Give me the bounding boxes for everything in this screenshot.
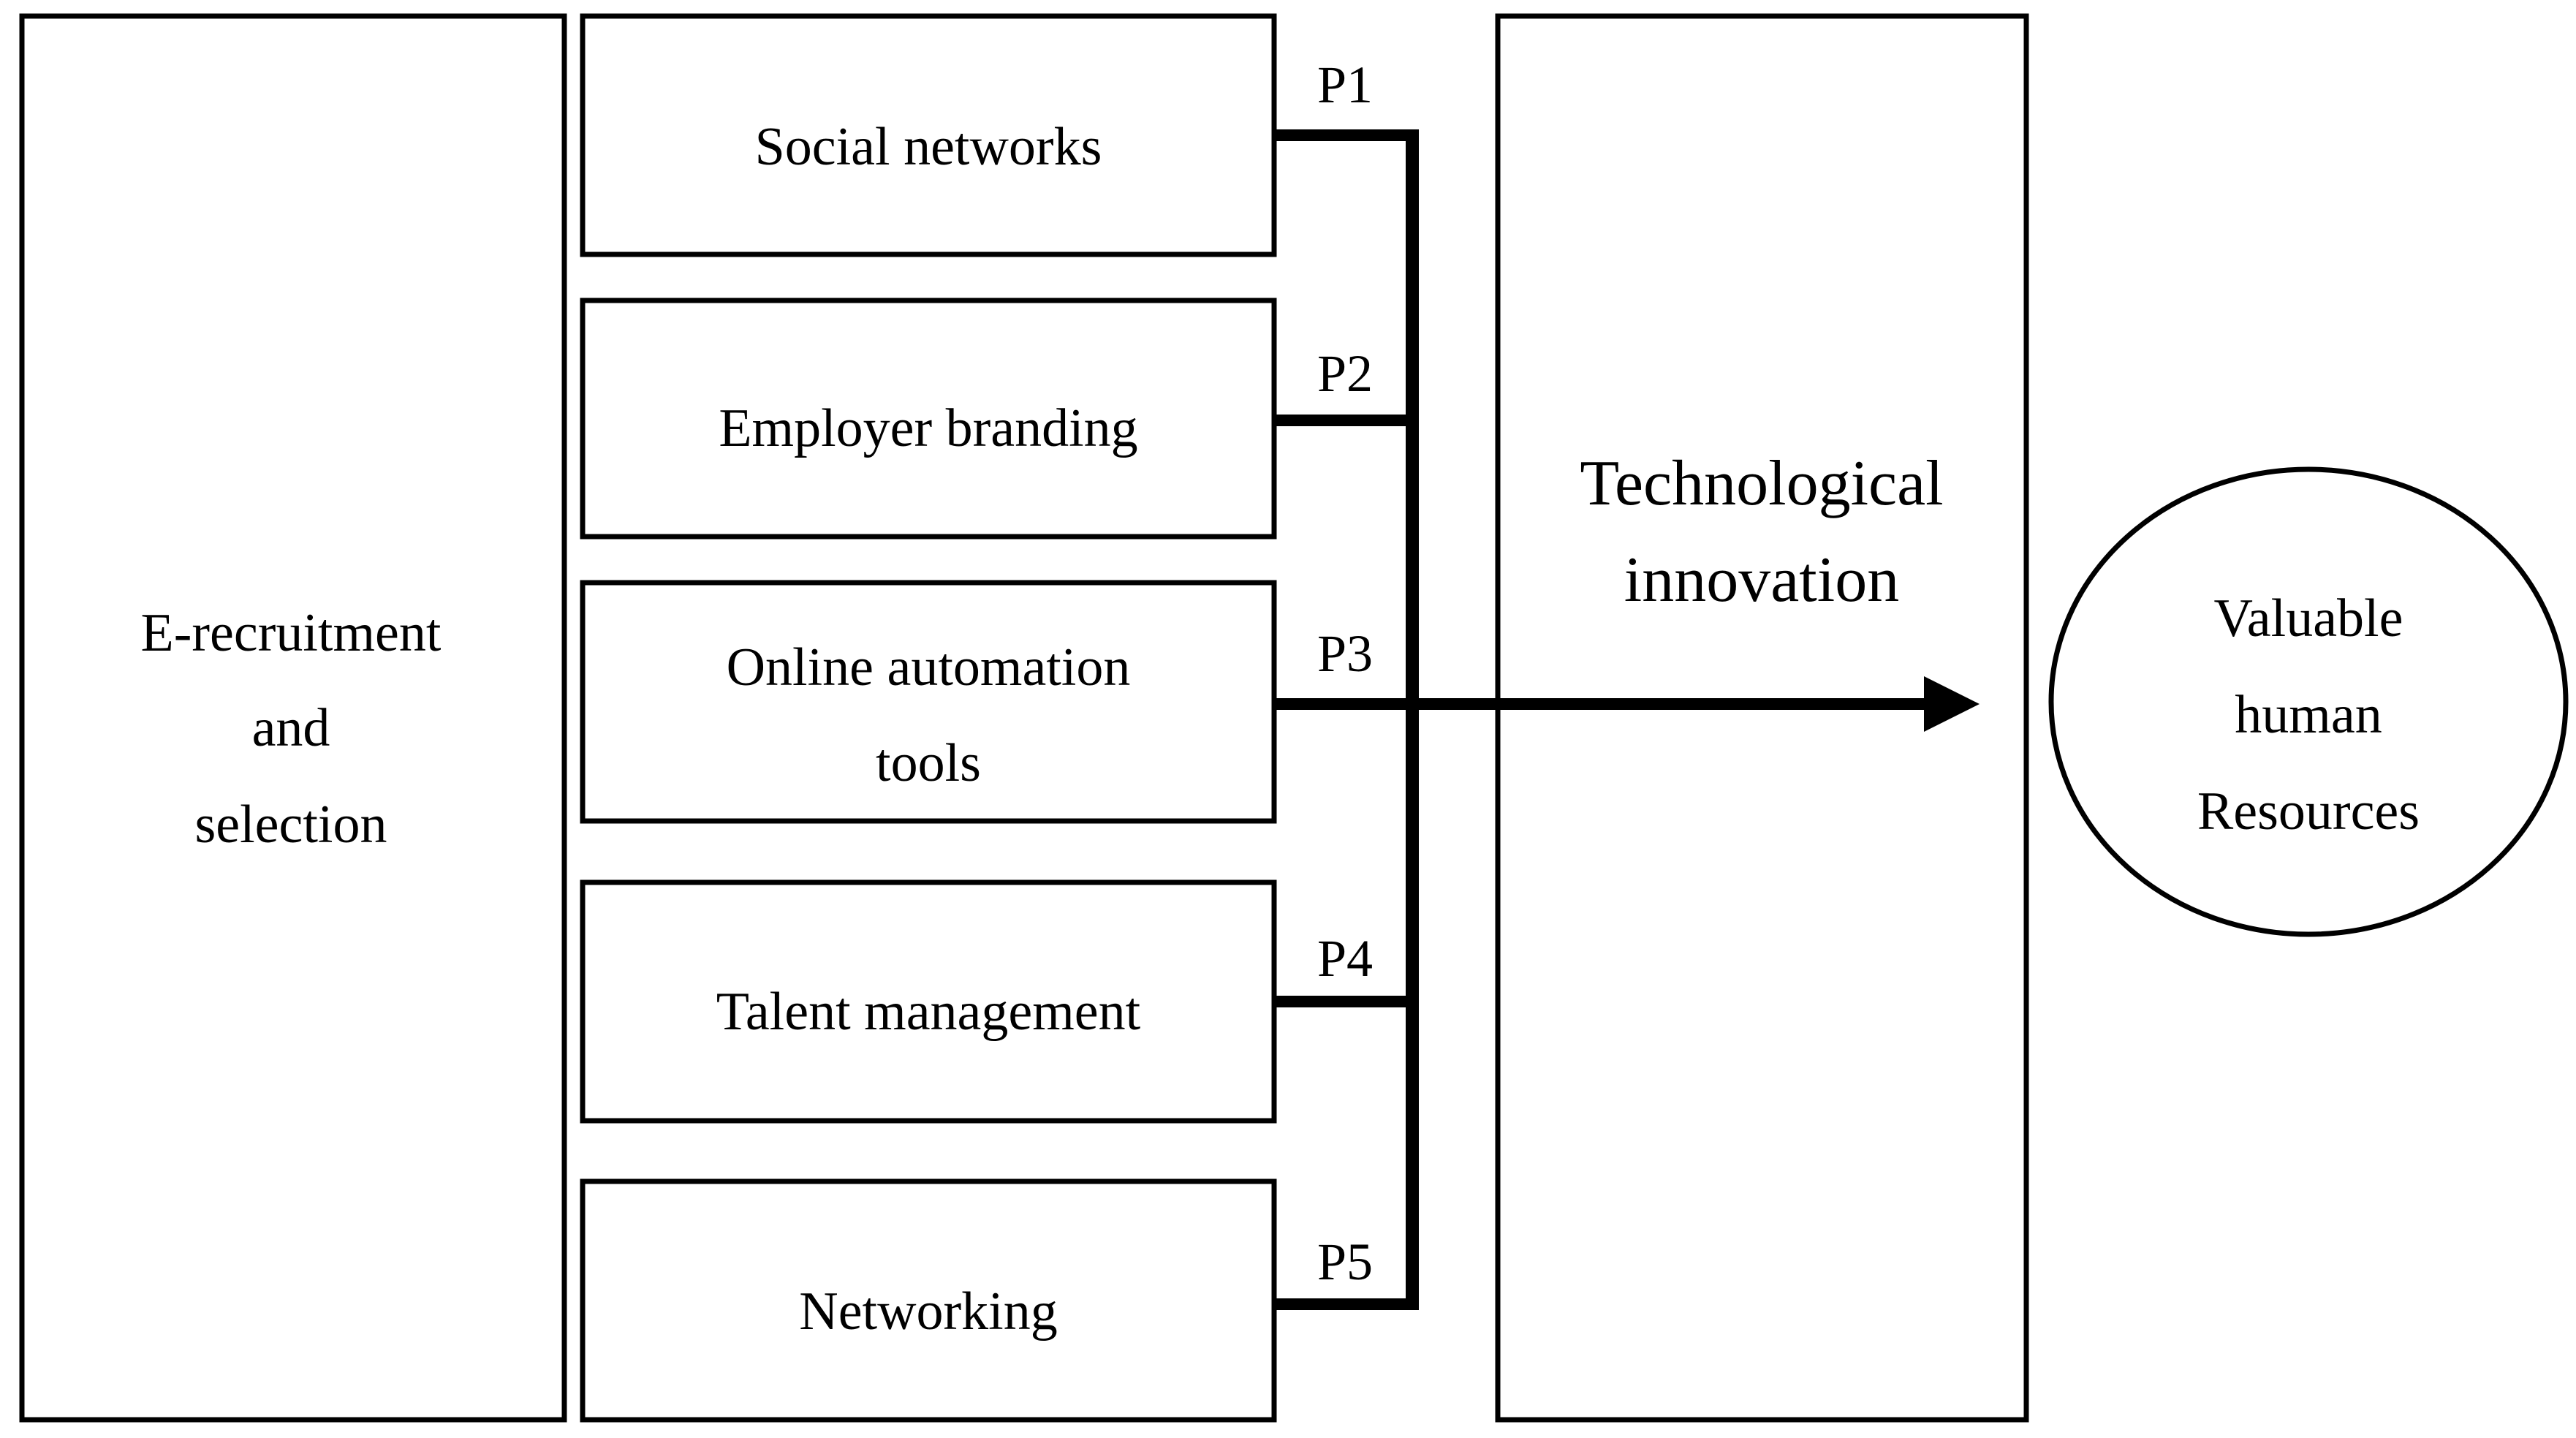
left-box-line-3: selection — [194, 795, 387, 855]
e-recruitment-box: E-recruitment and selection — [19, 13, 567, 1423]
factor-box-talent-management: Talent management — [580, 879, 1277, 1124]
circle-line-3: Resources — [2197, 782, 2420, 841]
factor-label-online-automation-line-2: tools — [876, 733, 981, 793]
factor-label-talent-management: Talent management — [716, 982, 1141, 1042]
path-label-p4: P4 — [1317, 929, 1373, 988]
circle-line-1: Valuable — [2214, 589, 2403, 648]
factor-label-employer-branding: Employer branding — [719, 398, 1137, 458]
valuable-human-resources-circle: Valuable human Resources — [2048, 466, 2569, 937]
factor-box-online-automation-tools: Online automation tools — [580, 580, 1277, 824]
left-box-line-1: E-recruitment — [141, 603, 442, 663]
path-label-p2: P2 — [1317, 344, 1373, 403]
factor-label-online-automation-line-1: Online automation — [727, 637, 1131, 697]
arrow-head — [1924, 676, 1980, 732]
center-box-line-2: innovation — [1624, 545, 1899, 616]
factor-label-networking: Networking — [799, 1282, 1058, 1341]
left-box-line-2: and — [252, 698, 330, 758]
circle-line-2: human — [2235, 685, 2382, 745]
path-label-p1: P1 — [1317, 56, 1373, 114]
connector-lines — [1274, 129, 1930, 1310]
path-label-p3: P3 — [1317, 624, 1373, 683]
factor-box-networking: Networking — [580, 1178, 1277, 1423]
factor-box-employer-branding: Employer branding — [580, 298, 1277, 540]
factor-label-social-networks: Social networks — [755, 117, 1102, 177]
path-label-p5: P5 — [1317, 1233, 1373, 1291]
factor-box-social-networks: Social networks — [580, 13, 1277, 257]
center-box-line-1: Technological — [1580, 448, 1943, 519]
